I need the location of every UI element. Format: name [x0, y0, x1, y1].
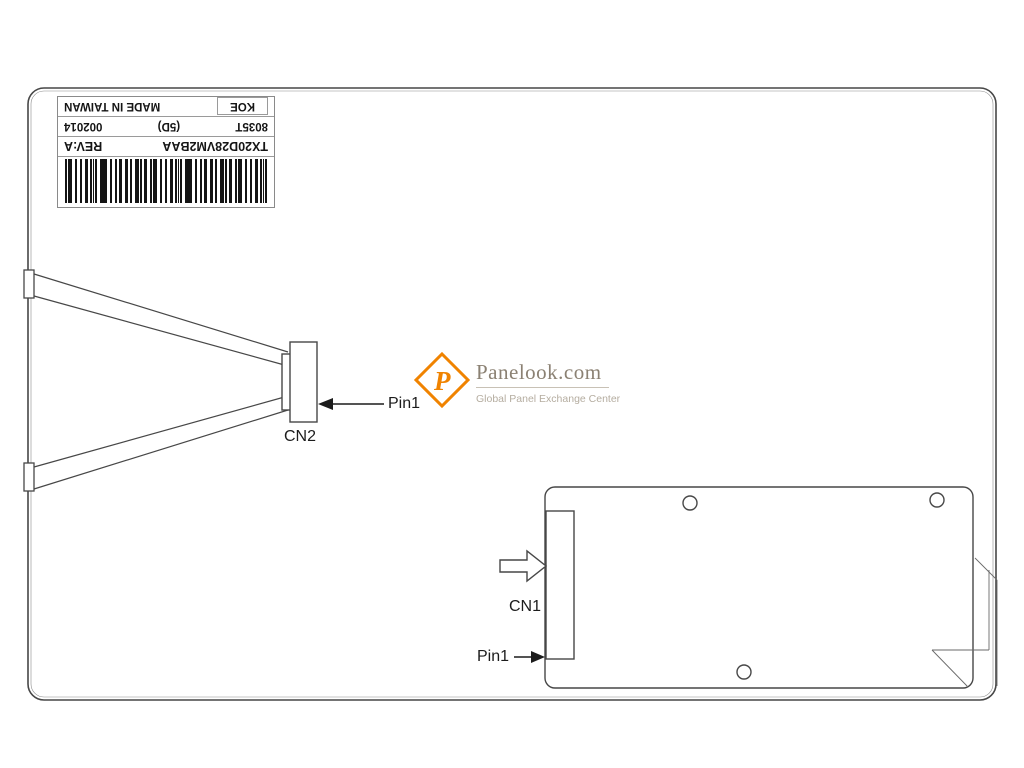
label-row-lot: 8035T (5D) 002014 [58, 117, 274, 137]
logo-underline [476, 387, 609, 388]
label-rev: REV:A [64, 139, 103, 154]
cn2-label: CN2 [284, 428, 317, 445]
label-serial: 002014 [64, 120, 103, 133]
label-grade: (5D) [157, 120, 181, 133]
label-row-brand: KOE MADE IN TAIWAN [58, 97, 274, 117]
label-lot: 8035T [235, 120, 268, 133]
logo-diamond [413, 351, 471, 409]
panelook-logo-mark: P [413, 351, 471, 409]
cn1-label: CN1 [509, 598, 542, 615]
screw-hole [929, 492, 945, 508]
cable-line [33, 273, 289, 353]
logo-tagline: Global Panel Exchange Center [476, 393, 621, 405]
panel-outline [27, 87, 997, 701]
cn2-body [289, 341, 318, 423]
label-brand: KOE [217, 97, 268, 116]
pcb [544, 486, 974, 689]
screw-hole [682, 495, 698, 511]
label-row-model: TX20D28VM2BAA REV:A [58, 137, 274, 157]
pin1-label-cn1: Pin1 [477, 648, 510, 665]
pin1-arrow-cn1 [514, 651, 545, 663]
panel-outline-inner [30, 90, 994, 698]
flex-tab-bottom [23, 462, 35, 492]
cable-line [33, 395, 289, 468]
pcb-outline [544, 486, 974, 689]
fold-line [974, 557, 998, 581]
label-origin: MADE IN TAIWAN [64, 100, 161, 113]
cn1-pointer-arrow [499, 549, 548, 583]
cables [33, 273, 289, 490]
screw-hole [736, 664, 752, 680]
panel-label-sticker: TX20D28VM2BAA REV:A 8035T (5D) 002014 KO… [57, 96, 275, 208]
logo-monogram: P [433, 366, 451, 396]
cn1-connector [545, 510, 575, 660]
panelook-wordmark: Panelook.com [476, 360, 602, 384]
pin1-arrow-cn1-head [531, 651, 545, 663]
barcode [65, 159, 267, 203]
pin1-arrow-cn2-head [318, 398, 333, 410]
cn2-connector [281, 341, 318, 423]
cable-line [33, 295, 289, 367]
cable-line [33, 409, 289, 490]
panel-outline-outer [27, 87, 997, 701]
pin1-label-cn2: Pin1 [388, 395, 421, 412]
fold-line [931, 649, 969, 688]
bezel-fold-lines [931, 557, 998, 688]
flex-tab-top [23, 269, 35, 299]
flex-tabs [23, 269, 35, 492]
label-model: TX20D28VM2BAA [162, 139, 268, 154]
pin1-arrow-cn2 [318, 398, 384, 410]
